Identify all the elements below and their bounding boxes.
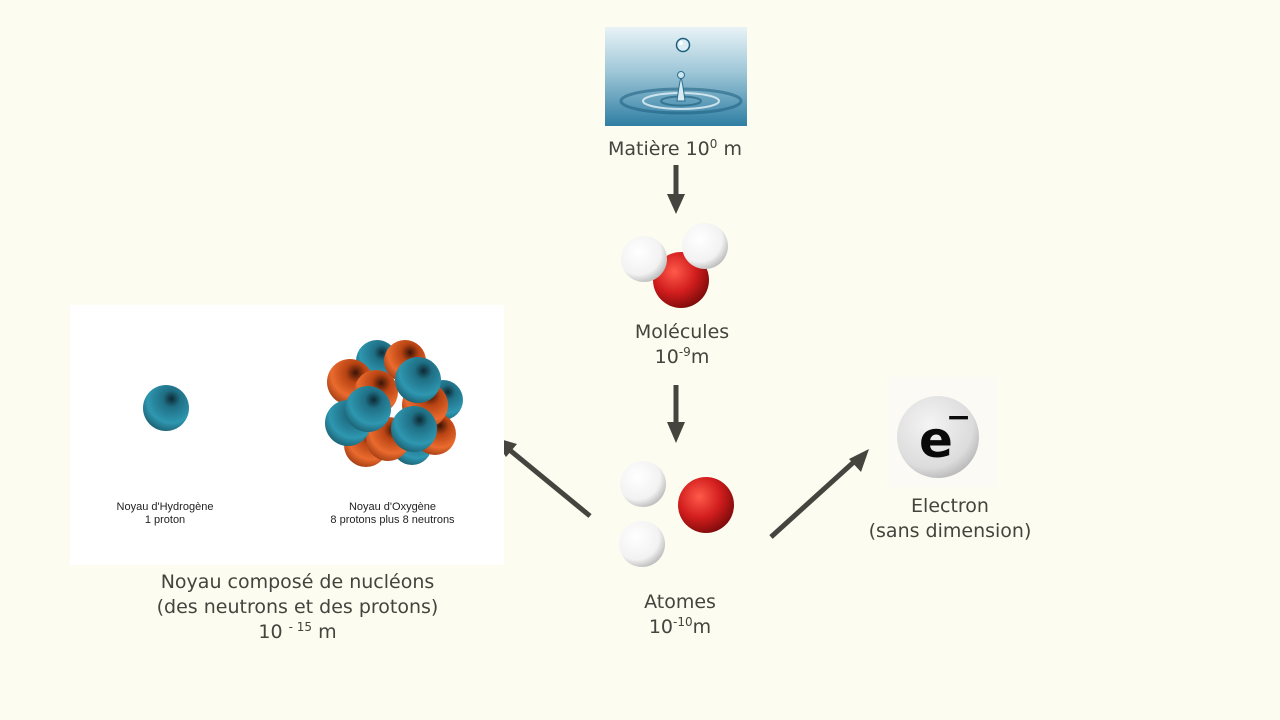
electron-symbol: e [919,411,953,469]
electron-label: Electron (sans dimension) [868,495,1032,542]
matter-label: Matière 100 m [608,137,742,160]
hydrogen-caption: Noyau d'Hydrogène 1 proton [116,501,214,526]
nucleus-panel: Noyau d'Hydrogène 1 proton Noyau d'Oxygè… [70,305,504,565]
electron-charge: − [946,400,971,435]
arrow-atoms-to-electron [769,449,869,539]
oxygen-caption: Noyau d'Oxygène 8 protons plus 8 neutron… [330,501,455,526]
arrow-matter-to-molecules [667,165,685,214]
atoms-label: Atomes 10-10m [644,591,716,638]
separate-atoms-icon [619,461,734,567]
hydrogen-nucleus-icon [143,385,189,431]
water-molecule-icon [621,223,728,308]
water-drop-icon [605,27,747,126]
oxygen-nucleus-icon [325,340,463,467]
electron-image: e − [888,377,998,487]
electron-icon: e − [897,396,979,478]
arrow-molecules-to-atoms [667,385,685,443]
nucleus-label: Noyau composé de nucléons (des neutrons … [156,571,439,643]
water-drop-image [605,27,747,126]
molecules-label: Molécules 10-9m [634,321,730,368]
arrow-atoms-to-nucleus [493,437,592,518]
